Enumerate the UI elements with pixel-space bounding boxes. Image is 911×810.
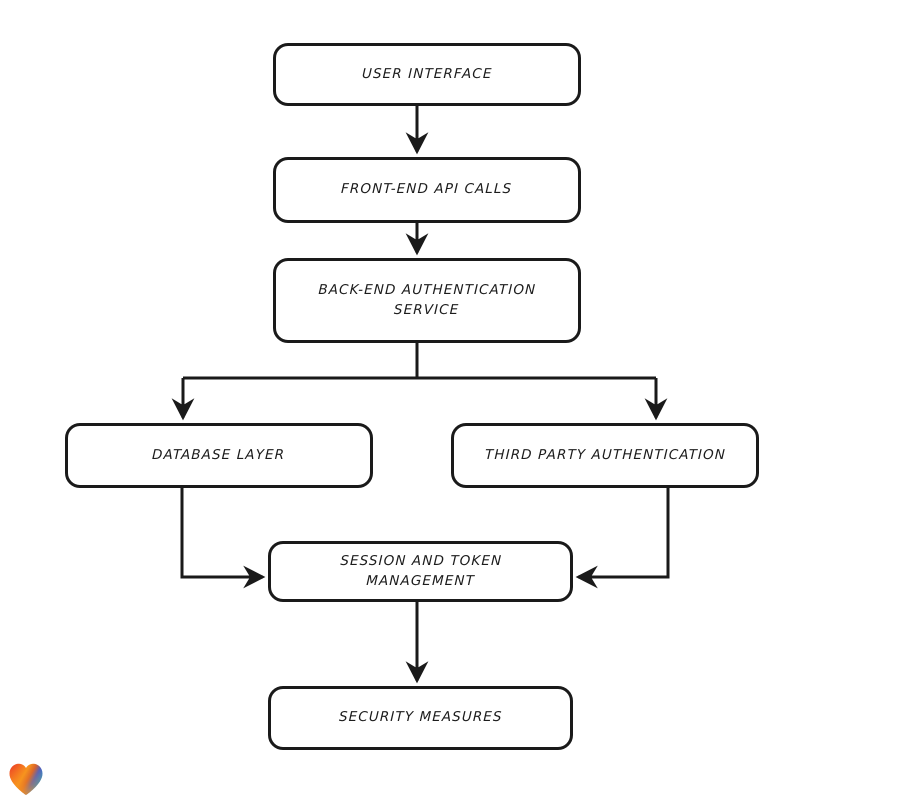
node-label-security-measures: Security Measures [338, 709, 503, 726]
node-label-user-interface: User Interface [361, 65, 493, 82]
node-third-party-authentication[interactable]: Third Party Authentication [451, 423, 759, 488]
node-label-frontend-api-calls: Front-End API Calls [341, 181, 513, 198]
edge-thirdparty-to-session [575, 488, 670, 589]
node-label-backend-authentication-service: Back-End Authentication Service [318, 281, 537, 318]
node-label-third-party-authentication: Third Party Authentication [484, 446, 726, 463]
node-session-and-token-management[interactable]: Session and Token Management [268, 541, 573, 602]
edge-database-to-session [180, 488, 266, 589]
node-database-layer[interactable]: Database Layer [65, 423, 373, 488]
heart-icon [9, 763, 43, 795]
node-backend-authentication-service[interactable]: Back-End Authentication Service [273, 258, 581, 343]
node-frontend-api-calls[interactable]: Front-End API Calls [273, 157, 581, 223]
node-label-session-and-token-management: Session and Token Management [339, 552, 503, 589]
node-security-measures[interactable]: Security Measures [268, 686, 573, 750]
node-label-database-layer: Database Layer [152, 446, 286, 463]
node-user-interface[interactable]: User Interface [273, 43, 581, 106]
